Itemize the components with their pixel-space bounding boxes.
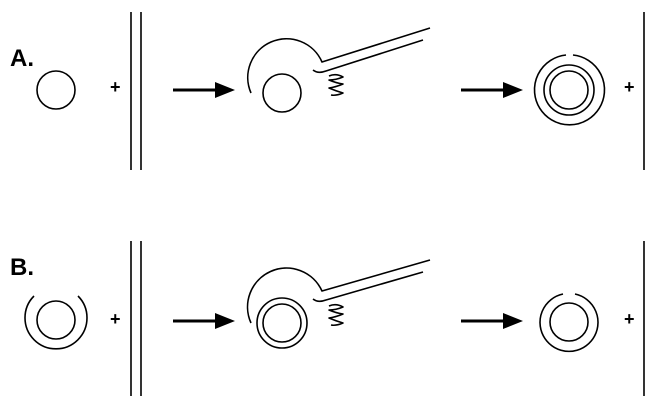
row-a-engulfing-membrane-inner bbox=[312, 39, 424, 74]
row-b-plus-sign-1: + bbox=[110, 309, 121, 329]
row-b-plus-sign-2: + bbox=[624, 309, 635, 329]
row-b-enclosed-circle bbox=[262, 303, 302, 343]
row-a-result-outer-ring bbox=[533, 54, 606, 126]
row-b-engulfing-membrane-inner bbox=[312, 271, 424, 303]
row-a-arrow-2 bbox=[461, 82, 523, 98]
row-b-inner-circle bbox=[36, 300, 76, 340]
row-a-result-middle-ring bbox=[543, 64, 595, 116]
row-b-partial-outer-arc bbox=[24, 295, 88, 350]
row-a-arrow-1 bbox=[173, 82, 235, 98]
row-b-enclosed-middle-ring bbox=[256, 297, 308, 349]
row-b-arrow-2 bbox=[461, 313, 523, 329]
row-b-result-inner-circle bbox=[549, 302, 589, 342]
row-b-label: B. bbox=[10, 254, 34, 281]
row-a-plus-sign-1: + bbox=[110, 77, 121, 97]
row-a-plus-sign-2: + bbox=[624, 77, 635, 97]
row-b-squiggle bbox=[328, 303, 344, 327]
row-a-enclosed-circle bbox=[262, 73, 302, 113]
row-a-engulfing-membrane-outer bbox=[246, 27, 431, 94]
row-a-label: A. bbox=[10, 45, 34, 72]
row-b-result-outer-ring bbox=[539, 293, 599, 353]
row-b-arrow-1 bbox=[173, 313, 235, 329]
row-a-inner-circle bbox=[36, 70, 76, 110]
row-a-result-inner-circle bbox=[549, 70, 589, 110]
row-b-engulfing-membrane-outer bbox=[246, 259, 431, 324]
row-a-squiggle bbox=[328, 73, 344, 97]
